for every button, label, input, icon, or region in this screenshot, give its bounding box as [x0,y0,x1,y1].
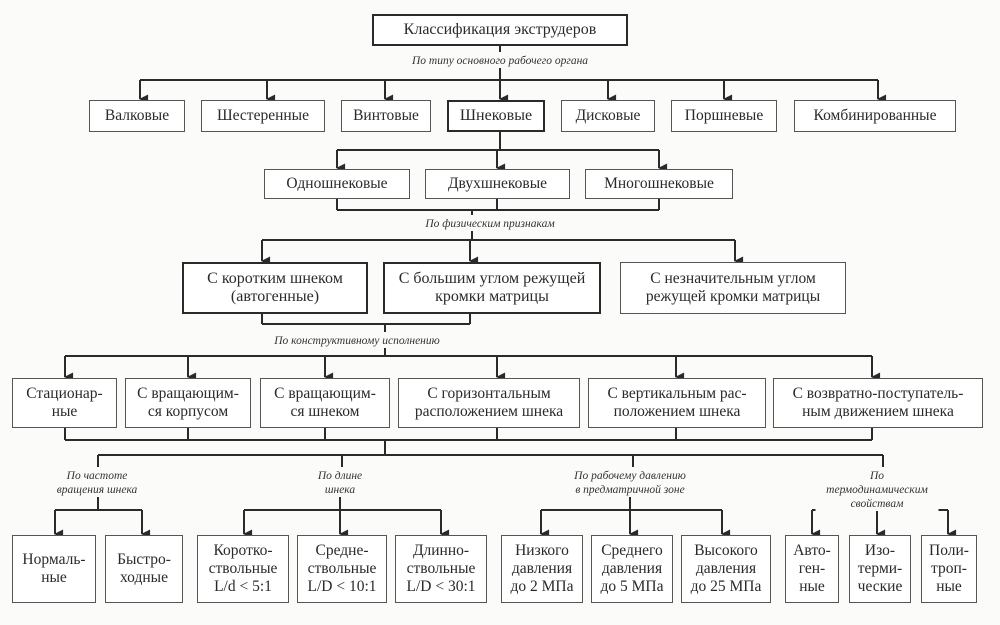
criterion-rotation-freq: По частоте вращения шнека [53,469,141,497]
short-barrel: Коротко- ствольные L/d < 5:1 [197,535,289,603]
low-pressure: Низкого давления до 2 МПа [501,535,583,603]
type-disk: Дисковые [561,100,655,132]
small-cutting-angle: С незначительным углом режущей кромки ма… [620,262,846,314]
rotating-screw: С вращающим- ся шнеком [260,378,390,428]
criterion-thermo: По термодинамическим свойствам [815,469,939,511]
short-screw-autogenous: С коротким шнеком (автогенные) [182,262,368,314]
polytropic: Поли- троп- ные [921,535,977,603]
type-roll: Валковые [89,100,185,132]
high-speed: Быстро- ходные [105,535,183,603]
type-auger: Шнековые [447,100,545,132]
criterion-physical: По физическим признакам [422,217,558,231]
medium-barrel: Средне- ствольные L/D < 10:1 [297,535,387,603]
reciprocating-screw: С возвратно-поступатель- ным движением ш… [773,378,983,428]
medium-pressure: Среднего давления до 5 МПа [591,535,673,603]
normal-speed: Нормаль- ные [12,535,96,603]
single-screw: Одношнековые [264,169,410,199]
rotating-housing: С вращающим- ся корпусом [125,378,251,428]
high-pressure: Высокого давления до 25 МПа [681,535,771,603]
criterion-working-organ: По типу основного рабочего органа [408,54,592,68]
isothermal: Изо- терми- ческие [849,535,911,603]
stationary: Стационар- ные [12,378,117,428]
criterion-pressure: По рабочему давлению в предматричной зон… [571,469,689,497]
criterion-length: По длине шнека [314,469,366,497]
vertical-screw: С вертикальным рас- положением шнека [588,378,766,428]
type-combined: Комбинированные [794,100,956,132]
large-cutting-angle: С большим углом режущей кромки матрицы [383,262,601,314]
horizontal-screw: С горизонтальным расположением шнека [398,378,580,428]
twin-screw: Двухшнековые [425,169,570,199]
long-barrel: Длинно- ствольные L/D < 30:1 [395,535,487,603]
criterion-design: По конструктивному исполнению [271,334,443,348]
type-gear: Шестеренные [201,100,325,132]
autogenous: Авто- ген- ные [785,535,839,603]
multi-screw: Многошнековые [585,169,733,199]
root-box: Классификация экструдеров [372,14,628,46]
type-piston: Поршневые [671,100,777,132]
type-screw: Винтовые [341,100,431,132]
